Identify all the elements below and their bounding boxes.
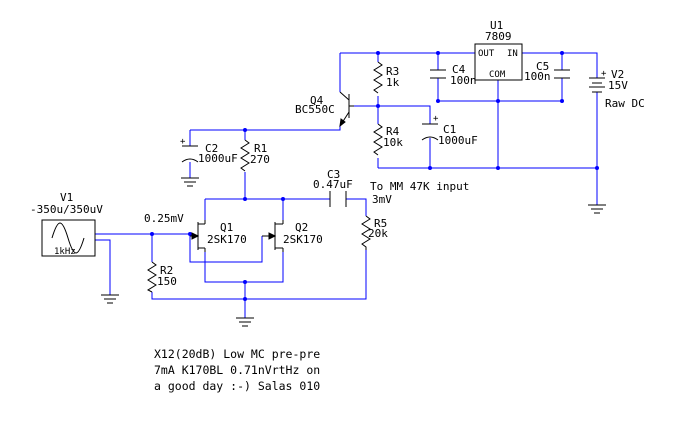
output-level-label: 3mV <box>372 193 392 206</box>
r1-ref-label: R1 <box>254 142 267 155</box>
junction-dots <box>150 51 599 301</box>
input-level-label: 0.25mV <box>144 212 184 225</box>
v1-value-label: -350u/350uV <box>30 203 103 216</box>
r5-ref-label: R5 <box>374 217 387 230</box>
q4-value-label: BC550C <box>295 103 335 116</box>
c5-value-label: 100n <box>524 70 551 83</box>
c1-value-label: 1000uF <box>438 134 478 147</box>
q1-value-label: 2SK170 <box>207 233 247 246</box>
battery-v2: + V2 15V Raw DC <box>589 68 645 110</box>
ground-symbol-v1 <box>101 294 119 304</box>
v2-desc-label: Raw DC <box>605 97 645 110</box>
output-label: To MM 47K input <box>370 180 469 193</box>
capacitor-c3: C3 0.47uF <box>313 168 353 207</box>
wires <box>95 52 598 318</box>
signal-source-v1: V1 -350u/350uV 1kHz <box>30 191 103 257</box>
q4-ref-label: Q4 <box>310 94 324 107</box>
ground-symbol-v2 <box>588 204 606 214</box>
note-line-2: 7mA K170BL 0.71nVrtHz on <box>154 363 320 377</box>
r3-ref-label: R3 <box>386 65 399 78</box>
u1-ref-label: U1 <box>490 19 503 32</box>
r2-value-label: 150 <box>157 275 177 288</box>
resistor-r1: R1 270 <box>240 139 270 172</box>
r5-value-label: 20k <box>368 227 388 240</box>
v2-value-label: 15V <box>608 79 628 92</box>
r2-ref-label: R2 <box>160 264 173 277</box>
ground-symbol-main <box>236 317 254 327</box>
c1-ref-label: C1 <box>443 123 456 136</box>
c3-ref-label: C3 <box>327 168 340 181</box>
regulator-u1: OUT IN COM U1 7809 <box>474 19 523 81</box>
r4-value-label: 10k <box>383 136 403 149</box>
svg-text:+: + <box>601 69 607 79</box>
resistor-r4: R4 10k <box>373 123 403 156</box>
resistor-r3: R3 1k <box>373 61 400 94</box>
transistor-q1: Q1 2SK170 <box>190 220 247 252</box>
v2-ref-label: V2 <box>611 68 624 81</box>
u1-out-pin: OUT <box>478 49 495 59</box>
c2-value-label: 1000uF <box>198 152 238 165</box>
q2-ref-label: Q2 <box>295 221 308 234</box>
capacitor-c5: C5 100n <box>524 60 570 83</box>
c2-ref-label: C2 <box>205 142 218 155</box>
resistor-r2: R2 150 <box>146 261 177 293</box>
q2-value-label: 2SK170 <box>283 233 323 246</box>
c4-value-label: 100n <box>450 74 477 87</box>
v1-ref-label: V1 <box>60 191 73 204</box>
capacitor-c4: C4 100n <box>430 63 477 87</box>
r1-value-label: 270 <box>250 153 270 166</box>
u1-value-label: 7809 <box>485 30 512 43</box>
transistor-q2: Q2 2SK170 <box>262 220 323 252</box>
r3-value-label: 1k <box>386 76 400 89</box>
ground-symbol-c2 <box>181 177 199 187</box>
svg-text:+: + <box>433 114 439 124</box>
capacitor-c1: + C1 1000uF <box>421 114 478 147</box>
note-line-3: a good day :-) Salas 010 <box>154 379 320 393</box>
c3-value-label: 0.47uF <box>313 178 353 191</box>
r4-ref-label: R4 <box>386 125 400 138</box>
transistor-q4: Q4 BC550C <box>295 91 354 128</box>
svg-text:+: + <box>180 137 186 147</box>
u1-com-pin: COM <box>489 70 506 80</box>
q1-ref-label: Q1 <box>220 221 233 234</box>
c5-ref-label: C5 <box>536 60 549 73</box>
u1-in-pin: IN <box>507 49 518 59</box>
design-notes: X12(20dB) Low MC pre-pre 7mA K170BL 0.71… <box>154 347 320 393</box>
note-line-1: X12(20dB) Low MC pre-pre <box>154 347 320 361</box>
v1-freq-label: 1kHz <box>54 247 76 257</box>
resistor-r5: R5 20k <box>361 215 388 250</box>
capacitor-c2: + C2 1000uF <box>180 137 238 165</box>
c4-ref-label: C4 <box>452 63 466 76</box>
